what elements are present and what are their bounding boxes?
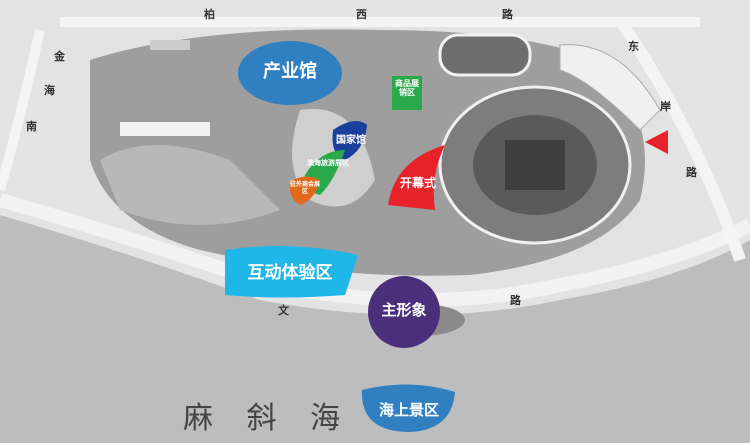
interactive-experience-zone[interactable] xyxy=(225,246,358,298)
entrance-arrow-icon xyxy=(645,130,668,154)
building-block xyxy=(120,122,210,136)
offshore-scenic-label: 海上景区 xyxy=(378,401,439,419)
east-road-line xyxy=(615,16,746,262)
west-road-char: 海 xyxy=(44,84,55,97)
building-block xyxy=(150,40,190,50)
west-road-char: 南 xyxy=(26,120,37,133)
opening-ceremony-label: 开幕式 xyxy=(399,176,436,190)
national-hall-label: 国家馆 xyxy=(336,135,366,146)
interactive-experience-label: 互动体验区 xyxy=(247,263,333,283)
running-track xyxy=(438,33,532,77)
merchandise-sales-zone[interactable] xyxy=(392,76,422,110)
north-road-char: 柏 xyxy=(204,8,215,21)
south-road-char: 路 xyxy=(510,294,521,307)
west-road-char: 金 xyxy=(54,50,65,63)
east-road-char: 东 xyxy=(628,40,639,53)
stadium-pitch xyxy=(505,140,565,190)
east-road-char: 岸 xyxy=(660,100,671,113)
west-road-line xyxy=(0,28,45,192)
east-road-char: 路 xyxy=(686,166,697,179)
industry-hall-zone[interactable] xyxy=(238,41,342,105)
merchandise-sales-label: 商品展销区 xyxy=(395,79,419,97)
sea-name-label: 麻 斜 海 xyxy=(183,401,353,436)
exhibition-building xyxy=(100,145,280,225)
coastal-tourism-label: 滨海旅游展区 xyxy=(307,159,349,167)
overseas-exhibits-zone[interactable] xyxy=(289,176,320,205)
opening-ceremony-zone[interactable] xyxy=(388,145,445,210)
main-image-zone[interactable] xyxy=(368,276,440,348)
north-road-char: 西 xyxy=(356,8,367,21)
offshore-scenic-zone[interactable] xyxy=(361,384,455,432)
parking-lot xyxy=(559,44,661,131)
overseas-exhibits-label: 驻外商会展区 xyxy=(289,181,320,195)
south-road-char: 文 xyxy=(278,304,289,317)
industry-hall-label: 产业馆 xyxy=(263,61,317,82)
north-road-char: 路 xyxy=(502,8,513,21)
main-image-label: 主形象 xyxy=(381,301,427,319)
